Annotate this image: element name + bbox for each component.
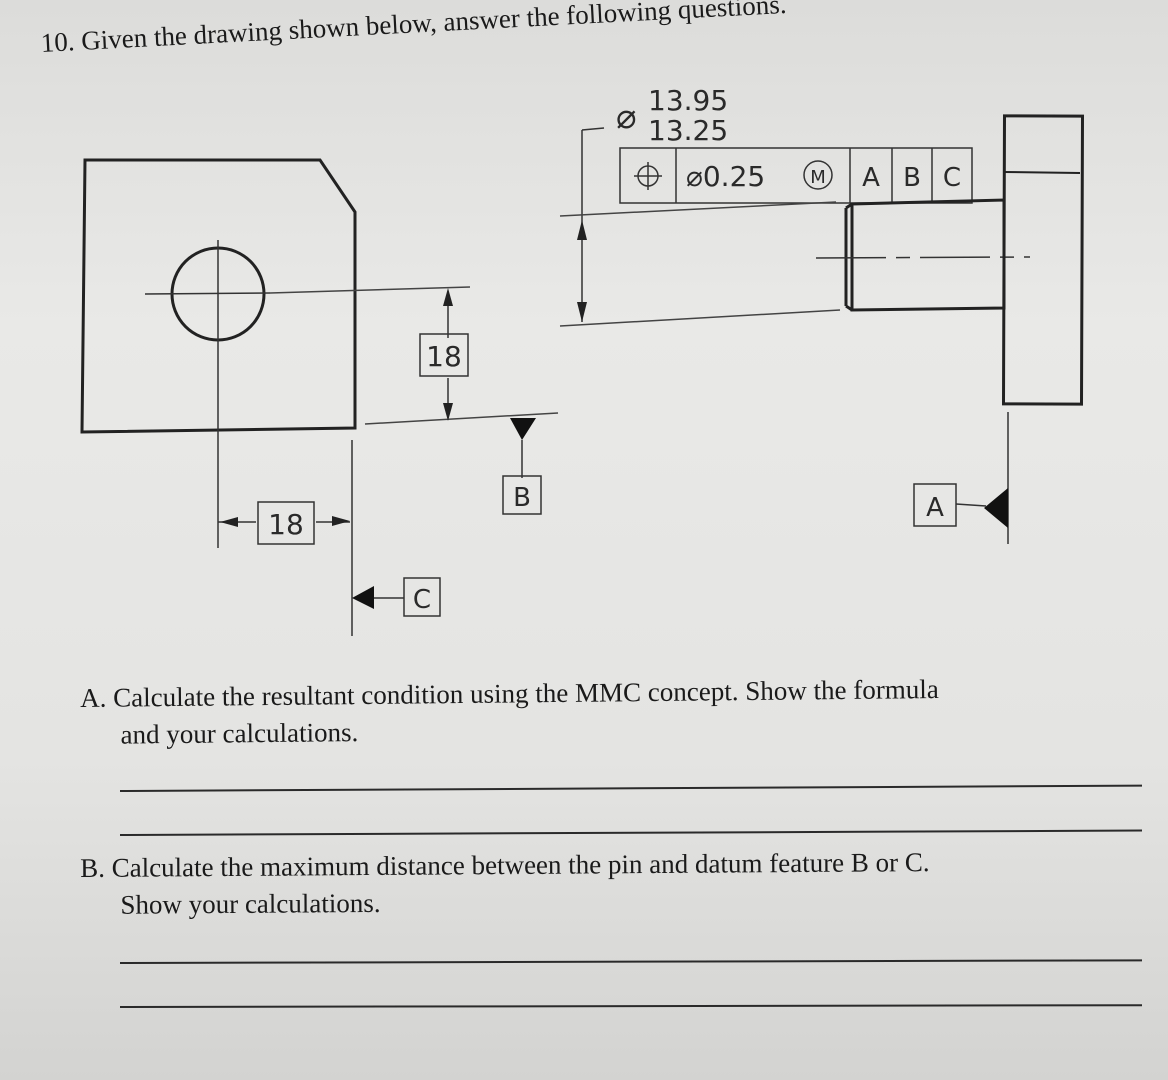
extension-line-bottom xyxy=(559,309,841,327)
fcf-datum-2: B xyxy=(903,163,921,193)
pin-chamfer-top xyxy=(845,202,853,210)
fcf-datum-1: A xyxy=(862,163,880,193)
part-a: A. Calculate the resultant condition usi… xyxy=(80,671,939,754)
datum-c-triangle xyxy=(352,586,374,609)
mmc-modifier-circle xyxy=(803,160,833,190)
dim-h-arrow-left xyxy=(220,517,238,527)
dim-v-value: 18 xyxy=(426,340,462,373)
part-b-label: B. xyxy=(80,852,105,883)
plate-outline xyxy=(80,158,357,434)
dim-h-value: 18 xyxy=(268,508,304,541)
datum-c-label: C xyxy=(413,585,431,615)
diameter-arrow-bottom xyxy=(577,302,587,322)
part-b-line2: Show your calculations. xyxy=(120,887,381,920)
part-b-line1: Calculate the maximum distance between t… xyxy=(111,847,930,883)
size-diameter-symbol: ⌀ xyxy=(616,97,636,137)
diameter-arrow-top xyxy=(577,220,587,240)
extension-line-h xyxy=(269,286,471,294)
answer-line-b1[interactable] xyxy=(120,959,1143,964)
part-a-label: A. xyxy=(80,682,107,713)
datum-b-label: B xyxy=(513,483,531,513)
dim-h-box xyxy=(257,501,315,545)
datum-a-label: A xyxy=(926,493,944,523)
part-a-line1: Calculate the resultant condition using … xyxy=(113,674,939,713)
engineering-drawing: 18 18 B C ⌀ 13.95 13.25 ⌀0.25 M A B C xyxy=(80,84,1085,636)
datum-a-triangle xyxy=(984,488,1008,528)
datum-a-leader xyxy=(955,503,987,507)
pin-head xyxy=(1001,114,1085,406)
size-lower-limit: 13.25 xyxy=(648,114,728,147)
feature-control-frame xyxy=(619,147,973,204)
fcf-datum-3: C xyxy=(943,163,961,193)
size-upper-limit: 13.95 xyxy=(648,84,728,117)
datum-b-box xyxy=(502,475,542,515)
answer-line-a2[interactable] xyxy=(120,829,1142,836)
part-a-line2: and your calculations. xyxy=(120,717,359,750)
dim-v-arrow-bottom xyxy=(443,403,453,421)
size-leader xyxy=(581,127,605,131)
answer-line-a1[interactable] xyxy=(120,784,1142,792)
part-b: B. Calculate the maximum distance betwee… xyxy=(80,844,930,924)
datum-b-triangle xyxy=(510,418,536,440)
datum-b-line xyxy=(364,412,559,425)
pin-centerline xyxy=(815,256,1031,259)
datum-c-box xyxy=(403,577,441,617)
pin-head-line xyxy=(1003,171,1081,174)
dim-v-arrow-top xyxy=(443,288,453,306)
pin-chamfer-bottom xyxy=(845,304,853,312)
pin-body xyxy=(850,198,1006,312)
dim-h-arrow-right xyxy=(332,516,350,526)
hole-centerline-h xyxy=(144,292,271,295)
mmc-modifier-letter: M xyxy=(810,167,826,188)
extension-line-top xyxy=(559,201,837,217)
fcf-tolerance: ⌀0.25 xyxy=(686,160,765,193)
answer-line-b2[interactable] xyxy=(120,1004,1143,1008)
datum-a-box xyxy=(913,483,957,527)
position-symbol-icon xyxy=(634,162,662,190)
dim-v-box xyxy=(419,333,469,377)
